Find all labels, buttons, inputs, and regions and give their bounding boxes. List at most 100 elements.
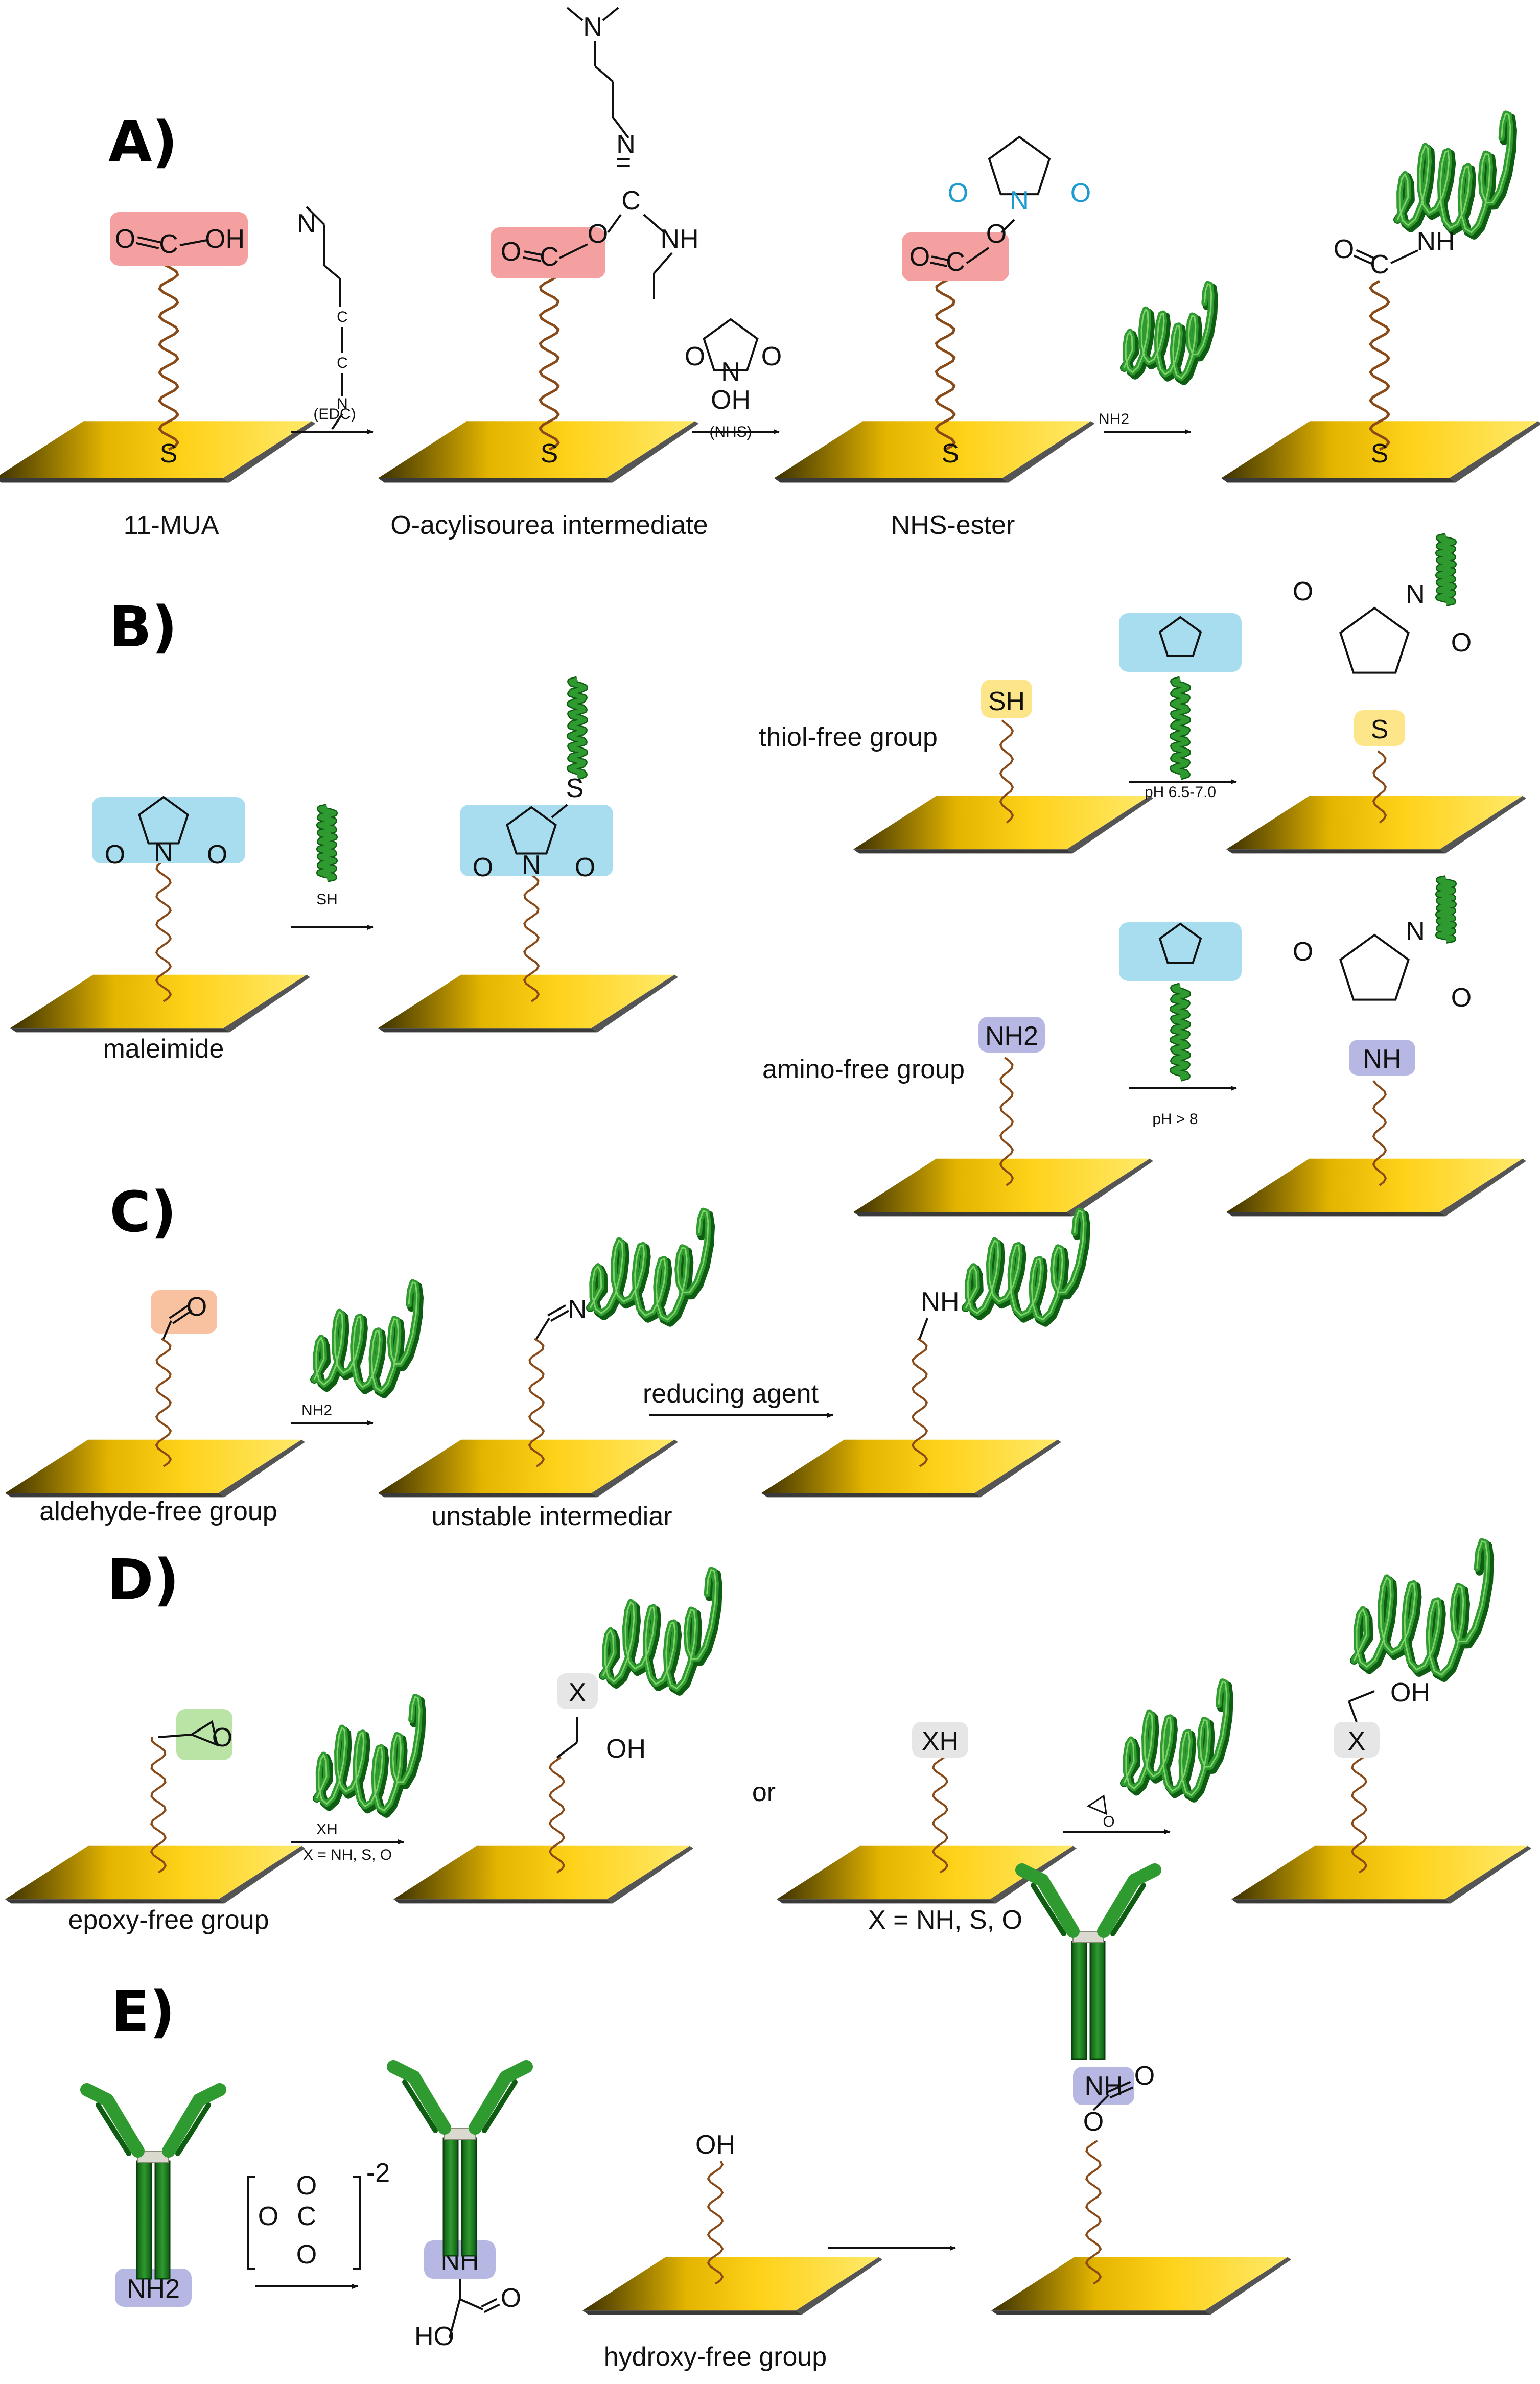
bond: [930, 261, 948, 267]
carboxyl-highlight: [110, 212, 248, 266]
thiol-product-highlight: [1354, 710, 1405, 746]
protein-reagent-c: [310, 1279, 424, 1398]
gold-surface-e2: [991, 2257, 1291, 2315]
caption-hydroxy: hydroxy-free group: [604, 2342, 827, 2372]
amino-nh2: NH2: [985, 1021, 1038, 1051]
gold-surface-d2: [393, 1845, 693, 1904]
gold-surface-b2: [378, 974, 678, 1033]
product-o-link: O: [1083, 2107, 1104, 2137]
bond: [931, 255, 949, 262]
protein-maleimide-reagent-2: [1170, 983, 1191, 1082]
carbonate-c: C: [297, 2202, 316, 2231]
condition-ph-amino: pH > 8: [1152, 1111, 1198, 1128]
antibody-product: [1015, 1863, 1161, 2060]
section-label-b: B): [109, 594, 177, 660]
succinimide-ring-1: [1339, 606, 1410, 674]
succinimide-ring-2: [1339, 933, 1410, 1001]
reagent-xh: XH: [316, 1821, 338, 1838]
section-label-c: C): [109, 1179, 176, 1245]
section-label-e: E): [111, 1979, 175, 2044]
bond: [1000, 219, 1015, 233]
nhs-o-right: O: [761, 342, 782, 371]
bracket-right: [353, 2176, 361, 2270]
carbamate-nh-highlight: [424, 2240, 496, 2279]
epoxide-ring: [189, 1720, 219, 1747]
maleimide-reagent-highlight-2: [1119, 922, 1242, 981]
maleimide-highlight: [92, 797, 245, 863]
succ-n: N: [1406, 579, 1425, 609]
protein-thiol-reagent: [316, 804, 338, 882]
gold-surface-b6: [1226, 1158, 1526, 1217]
bond: [1348, 1690, 1375, 1702]
gold-surface-a1: [0, 421, 316, 483]
ester-highlight: [902, 232, 1009, 281]
gold-surface-b5: [853, 1158, 1153, 1217]
nhs-ring: [703, 318, 759, 371]
xh-highlight: [912, 1722, 968, 1758]
linker-d3: [932, 1757, 948, 1874]
protein-maleimide-reagent-1: [1170, 676, 1191, 780]
product-x-d: X: [569, 1678, 587, 1708]
bond: [1353, 254, 1374, 266]
bond: [172, 1310, 193, 1324]
atom-o-link: O: [588, 219, 608, 249]
acyl-highlight: [491, 227, 605, 278]
caption-unstable: unstable intermediar: [431, 1502, 672, 1531]
bond: [653, 252, 673, 274]
amino-product-nh: NH: [1363, 1044, 1401, 1074]
caption-amino-free: amino-free group: [762, 1055, 965, 1084]
bond: [524, 250, 543, 256]
protein-amino-product: [1435, 875, 1457, 944]
product-nh-c: NH: [921, 1287, 959, 1317]
amino-product-highlight: [1349, 1040, 1415, 1076]
linker-a2: [539, 264, 560, 451]
bond: [306, 206, 325, 226]
nhs-label: (NHS): [709, 424, 752, 440]
imine-n: N: [568, 1295, 587, 1324]
maleimide-o-left: O: [105, 840, 125, 870]
bond: [919, 1318, 928, 1339]
linker-d2: [549, 1757, 565, 1874]
x2-highlight: [1334, 1722, 1380, 1758]
nhs-ester-o-right: O: [1070, 178, 1091, 208]
isourea-c: C: [621, 186, 641, 216]
adduct-highlight: [460, 805, 613, 876]
edc-label: (EDC): [313, 406, 356, 423]
gold-surface-c3: [761, 1439, 1061, 1498]
protein-product-d: [599, 1567, 722, 1696]
bond: [559, 243, 588, 259]
caption-epoxy: epoxy-free group: [68, 1905, 269, 1935]
bond: [643, 214, 665, 233]
protein-reagent-d: [313, 1694, 426, 1818]
succ-o-top: O: [1293, 577, 1313, 606]
thiol-sh: SH: [988, 687, 1025, 716]
nhs-o-left: O: [685, 342, 705, 371]
isourea-nme2: N: [583, 12, 602, 42]
gold-surface-b3: [853, 796, 1153, 854]
reagent-note: X = NH, S, O: [303, 1847, 392, 1863]
maleimide-reagent-highlight-1: [1119, 613, 1242, 672]
amino-highlight: [978, 1017, 1045, 1053]
adduct-o-right: O: [575, 853, 595, 882]
maleimide-o-right: O: [207, 840, 227, 870]
bond: [449, 2299, 461, 2338]
section-label-a: A): [108, 109, 177, 174]
atom-s: S: [541, 439, 558, 469]
amine-label-c: NH2: [301, 1402, 332, 1419]
nhs-ester-n: N: [1010, 186, 1029, 216]
atom-o: O: [115, 224, 135, 254]
section-label-d: D): [107, 1547, 179, 1612]
succ2-o-top: O: [1293, 937, 1313, 967]
linker-11-mua: [158, 249, 179, 451]
bond: [566, 7, 584, 21]
isourea-nh: NH: [660, 224, 698, 254]
product-o-carbonyl: O: [1134, 2061, 1155, 2091]
maleimide-reagent-ring-2: [1158, 922, 1202, 964]
bond: [523, 256, 542, 262]
protein-reagent-a: [1120, 281, 1218, 385]
maleimide-n: N: [154, 837, 173, 867]
adduct-ring: [506, 806, 557, 855]
linker-b5: [999, 1057, 1014, 1186]
protein-product-d2: [1350, 1538, 1495, 1682]
